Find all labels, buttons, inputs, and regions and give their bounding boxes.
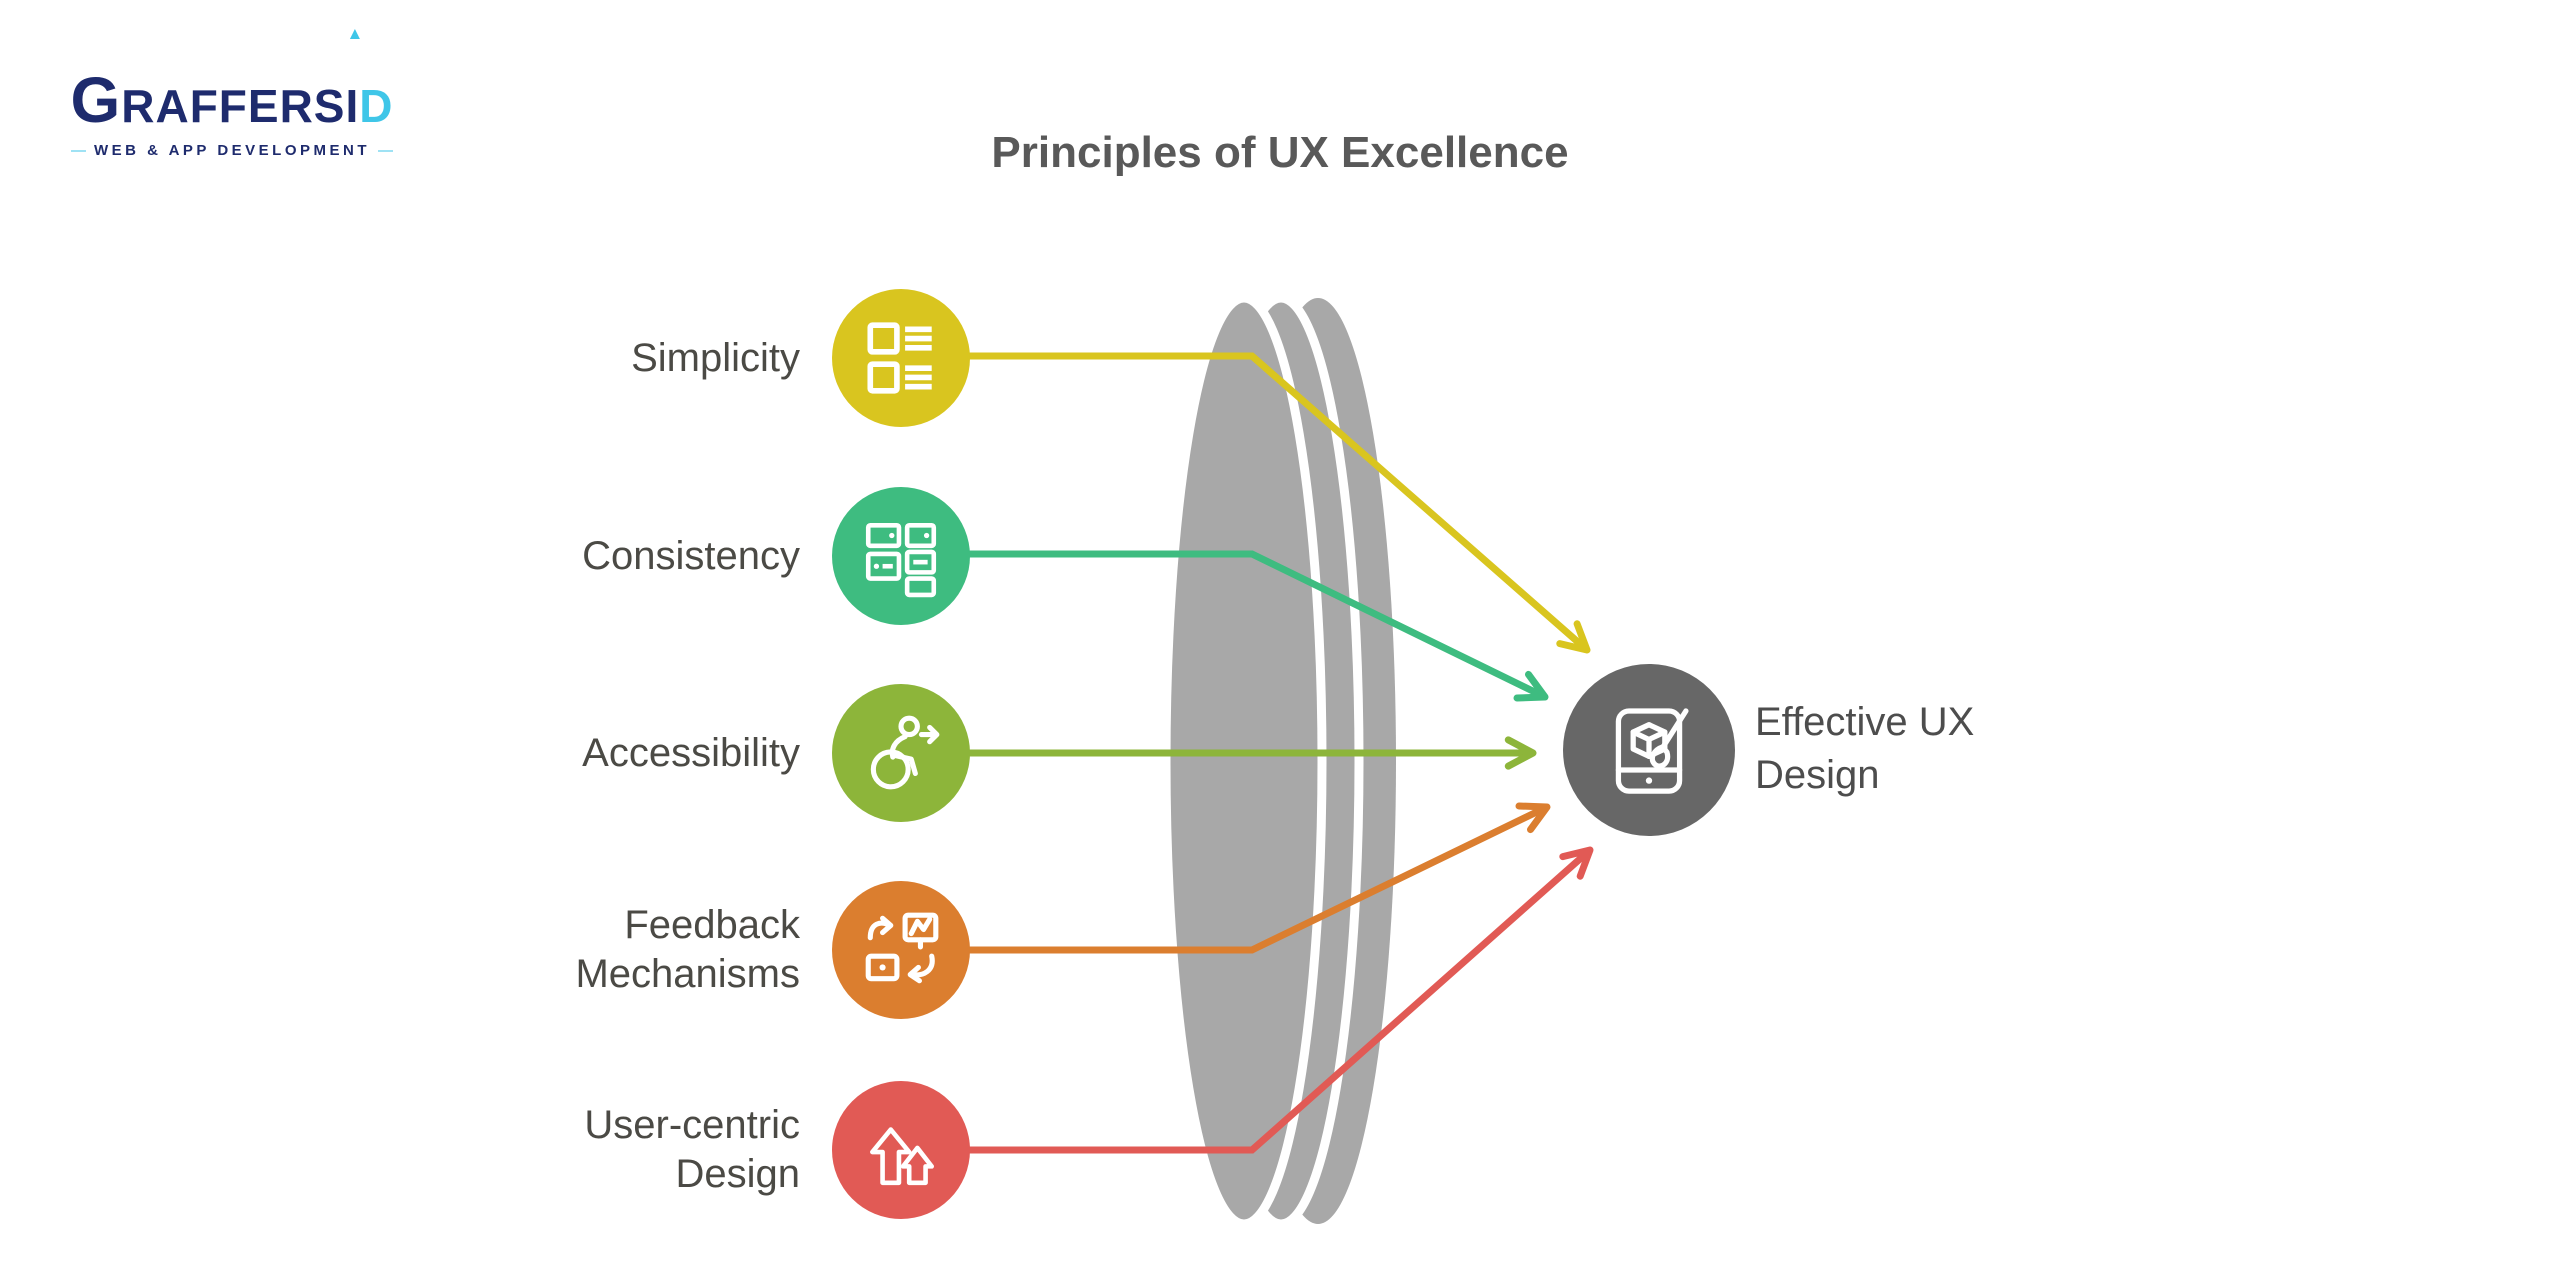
growth-arrows-icon [870,1127,935,1186]
brand-tagline: — WEB & APP DEVELOPMENT — [62,142,402,159]
arrow-line-feedback [969,803,1549,954]
principle-label: Accessibility [582,730,800,775]
principle-label: Consistency [582,533,800,578]
arrow-head-consistency [1513,670,1549,702]
result-circle [1563,664,1735,836]
principle-circle-accessibility [832,684,970,822]
brand-letter-i-wrap: ▲I [345,25,364,132]
brand-word-main: RAFFERS [121,80,346,132]
principle-row-user-centric: User-centric Design [480,1080,970,1220]
page-title: Principles of UX Excellence [991,128,1569,177]
arrow-head-simplicity [1556,620,1591,654]
wireframe-cards-icon [865,522,937,598]
list-layout-icon [867,322,932,394]
principle-circle-user-centric [832,1081,970,1219]
principle-row-consistency: Consistency [480,486,970,626]
tagline-dash-left: — [70,142,86,159]
principle-label: Simplicity [631,335,800,380]
principle-row-simplicity: Simplicity [480,288,970,428]
principle-circle-consistency [832,487,970,625]
feedback-loop-icon [865,912,939,984]
arrow-line-consistency [969,550,1547,701]
tagline-dash-right: — [378,142,394,159]
principle-label: Feedback Mechanisms [575,903,800,996]
principle-row-accessibility: Accessibility [480,683,970,823]
principle-circle-simplicity [832,289,970,427]
principle-label: User-centric Design [584,1103,800,1196]
arrow-head-feedback [1515,802,1551,834]
lens-disc-front [1161,293,1327,1229]
lighthouse-beam-icon: ▲ [346,24,365,43]
wheelchair-user-icon [870,715,940,790]
arrow-line-simplicity [969,352,1590,653]
arrow-head-accessibility [1504,736,1537,770]
result-label: Effective UX Design [1755,700,1975,797]
brand-letter-d: D [359,80,394,132]
brand-letter-i: I [345,80,360,132]
brand-tagline-text: WEB & APP DEVELOPMENT [93,142,371,159]
principle-row-feedback: Feedback Mechanisms [480,880,970,1020]
brand-letter-g: G [70,64,122,136]
phone-design-icon [1615,708,1689,794]
principle-circle-feedback [832,881,970,1019]
arrow-line-user-centric [969,847,1593,1154]
arrow-head-user-centric [1559,846,1594,880]
